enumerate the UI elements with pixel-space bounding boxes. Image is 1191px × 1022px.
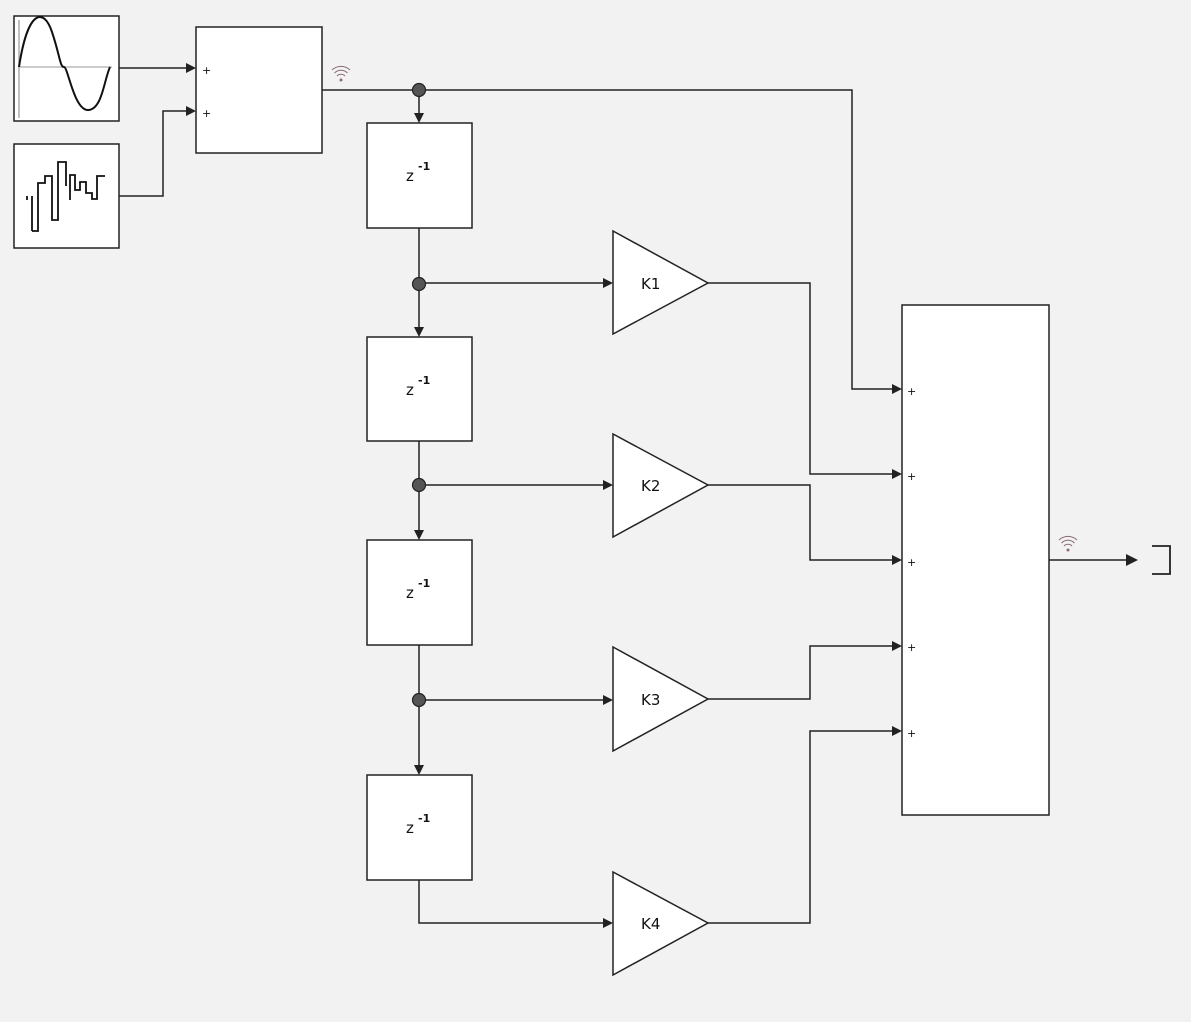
- wires: [119, 63, 1138, 928]
- wire-k3-to-sum: [708, 645, 894, 700]
- wire-k1-to-sum: [708, 282, 894, 475]
- delay-2-exponent: -1: [418, 374, 430, 387]
- delay-3-exponent: -1: [418, 577, 430, 590]
- terminator-icon[interactable]: [1152, 545, 1171, 575]
- sine-wave-icon: [18, 16, 112, 118]
- delay-4-label: z: [406, 819, 414, 837]
- delay-block-1[interactable]: z -1: [366, 122, 473, 229]
- wire-k4-to-sum: [708, 730, 894, 924]
- delay-block-4[interactable]: z -1: [366, 774, 473, 881]
- sum-out-sign-5: +: [907, 727, 916, 740]
- branch-junction-4: [411, 692, 427, 708]
- delay-2-label: z: [406, 381, 414, 399]
- output-sum-block[interactable]: + + + + +: [901, 304, 1050, 816]
- sum-out-sign-4: +: [907, 641, 916, 654]
- branch-junction-2: [411, 276, 427, 292]
- branch-junction-1: [411, 82, 427, 98]
- sum-in-sign-2: +: [202, 107, 211, 120]
- gain-k3-label: K3: [641, 691, 660, 709]
- gain-k1-label: K1: [641, 275, 660, 293]
- wire-random-to-sum: [119, 110, 188, 197]
- staircase-signal-icon: [26, 161, 105, 232]
- gain-block-k3[interactable]: K3: [612, 645, 710, 753]
- gain-block-k1[interactable]: K1: [612, 229, 710, 336]
- branch-junction-3: [411, 477, 427, 493]
- sum-in-sign-1: +: [202, 64, 211, 77]
- wireless-signal-icon[interactable]: [331, 65, 351, 82]
- delay-1-exponent: -1: [418, 160, 430, 173]
- wireless-signal-icon[interactable]: [1058, 535, 1078, 552]
- sine-source-block[interactable]: [13, 15, 120, 122]
- delay-1-label: z: [406, 167, 414, 185]
- random-source-block[interactable]: [13, 143, 120, 249]
- wire-delay4-to-k4: [418, 880, 605, 924]
- delay-3-label: z: [406, 584, 414, 602]
- gain-k2-label: K2: [641, 477, 660, 495]
- gain-block-k2[interactable]: K2: [612, 432, 710, 539]
- delay-block-2[interactable]: z -1: [366, 336, 473, 442]
- sum-out-sign-3: +: [907, 556, 916, 569]
- input-sum-block[interactable]: + +: [195, 26, 323, 154]
- wire-k2-to-sum: [708, 484, 894, 561]
- gain-k4-label: K4: [641, 915, 660, 933]
- sum-out-sign-2: +: [907, 470, 916, 483]
- delay-4-exponent: -1: [418, 812, 430, 825]
- wire-sum-to-trunk: [322, 89, 894, 390]
- gain-block-k4[interactable]: K4: [612, 870, 710, 977]
- delay-block-3[interactable]: z -1: [366, 539, 473, 646]
- sum-out-sign-1: +: [907, 385, 916, 398]
